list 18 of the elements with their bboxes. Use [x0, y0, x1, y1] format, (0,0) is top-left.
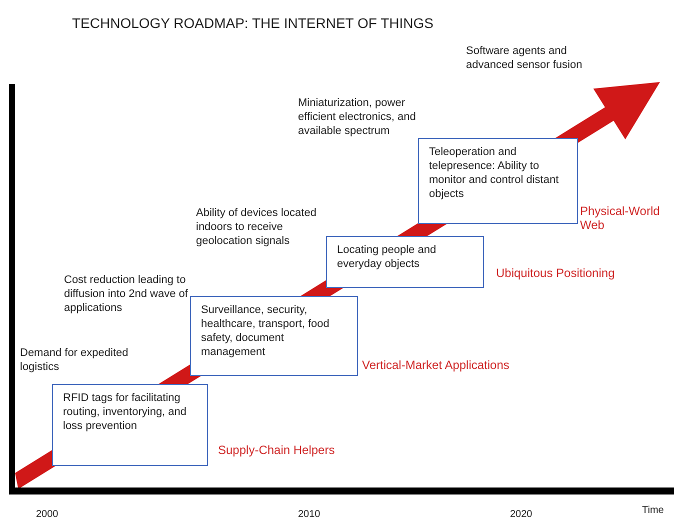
axis-tick-label: 2020	[510, 508, 532, 522]
phase-label: Physical-World Web	[580, 204, 661, 232]
axis-tick-label: 2010	[298, 508, 320, 522]
driver-note: Cost reduction leading to diffusion into 2nd wave of applications	[64, 273, 189, 315]
driver-note: Ability of devices located indoors to receive geolocation signals	[196, 206, 318, 248]
driver-note: Software agents and advanced sensor fusion	[466, 44, 584, 72]
phase-label: Supply-Chain Helpers	[218, 443, 335, 457]
driver-note: Demand for expedited logistics	[20, 346, 130, 374]
phase-label: Vertical-Market Applications	[362, 358, 510, 372]
milestone-box: Locating people and everyday objects	[326, 236, 484, 288]
milestone-box: Teleoperation and telepresence: Ability to monitor and control distant objects	[418, 138, 578, 224]
driver-note: Miniaturization, power efficient electronics, and available spectrum	[298, 96, 417, 138]
milestone-box: RFID tags for facilitating routing, inventorying, and loss prevention	[52, 384, 208, 466]
phase-label: Ubiquitous Positioning	[496, 266, 615, 280]
axis-tick-label: 2000	[36, 508, 58, 522]
milestone-box: Surveillance, security, healthcare, transport, food safety, document management	[190, 296, 358, 376]
title: TECHNOLOGY ROADMAP: THE INTERNET OF THINGS	[72, 14, 434, 32]
axis-title: Time	[642, 504, 664, 518]
